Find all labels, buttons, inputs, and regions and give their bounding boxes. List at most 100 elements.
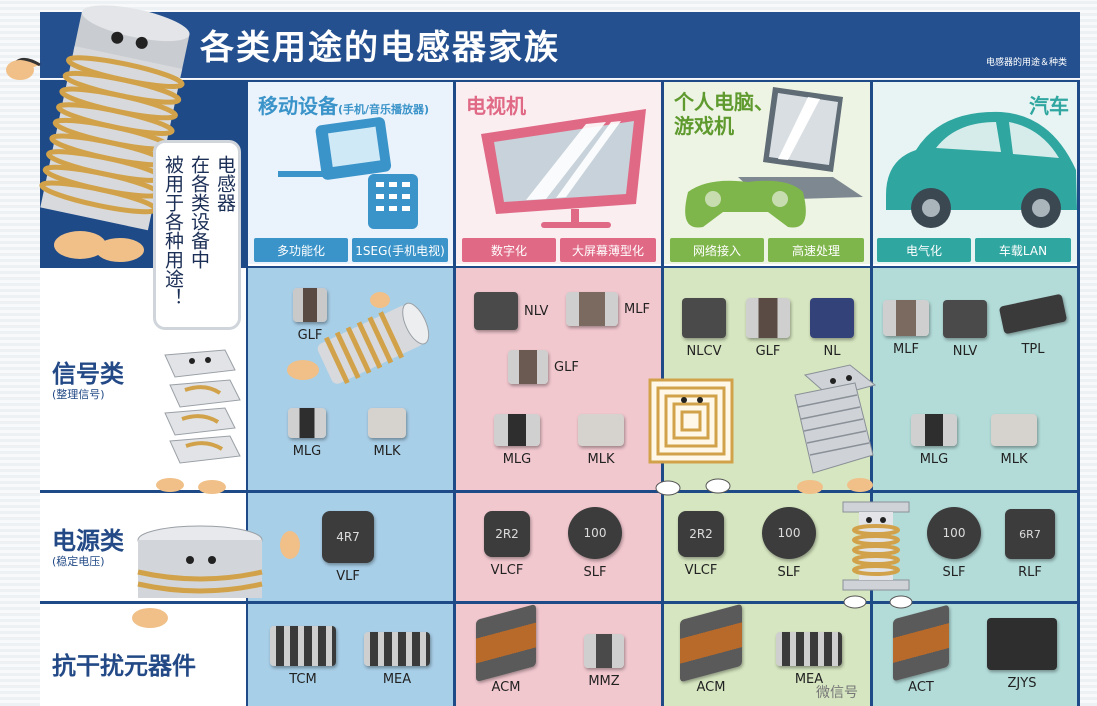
column-tv: 电视机 数字化 大屏幕薄型化 bbox=[456, 82, 661, 266]
column-car: 汽车 电气化 车载LAN bbox=[873, 82, 1077, 266]
chip-icon bbox=[584, 634, 624, 668]
chip-icon bbox=[776, 632, 842, 666]
chip-icon: 6R7 bbox=[1005, 509, 1055, 559]
chip-icon bbox=[883, 300, 929, 336]
cell-signal-tv: NLV MLF GLF MLG MLK bbox=[456, 268, 661, 490]
chip-icon: 100 bbox=[568, 507, 622, 559]
tag: 数字化 bbox=[462, 238, 556, 262]
chip-icon: 100 bbox=[762, 507, 816, 559]
chip-icon bbox=[998, 293, 1068, 335]
chip-icon bbox=[288, 408, 326, 438]
component-label: VLF bbox=[336, 569, 360, 584]
component-label: MLK bbox=[373, 444, 401, 459]
cell-emi-car: ACT ZJYS bbox=[873, 604, 1077, 706]
coil-mascot-icon bbox=[6, 5, 190, 262]
component-label: MLG bbox=[502, 452, 532, 467]
tag: 大屏幕薄型化 bbox=[560, 238, 656, 262]
chip-icon bbox=[566, 292, 618, 326]
stack-mascot-icon bbox=[794, 364, 877, 494]
component-label: RLF bbox=[1018, 565, 1042, 580]
chip-icon bbox=[474, 292, 518, 330]
row-title: 抗干扰元器件 bbox=[52, 652, 196, 680]
chip-icon bbox=[893, 604, 949, 682]
component-label: ZJYS bbox=[1007, 676, 1037, 691]
cell-emi-mobile: TCM MEA bbox=[248, 604, 453, 706]
column-title: 个人电脑、 游戏机 bbox=[674, 90, 774, 138]
cylinder-coil-mascot-icon bbox=[287, 292, 430, 385]
chip-icon bbox=[911, 414, 957, 446]
component-label: SLF bbox=[777, 565, 801, 580]
phone-icon bbox=[278, 117, 418, 229]
chip-icon bbox=[578, 414, 624, 446]
component-label: SLF bbox=[583, 565, 607, 580]
component-label: MEA bbox=[382, 672, 412, 687]
column-title: 汽车 bbox=[1029, 94, 1069, 118]
component-label: ACM bbox=[491, 680, 521, 695]
component-label: MLF bbox=[624, 301, 650, 317]
component-label: MLG bbox=[919, 452, 949, 467]
chip-icon bbox=[987, 618, 1057, 670]
chip-icon bbox=[810, 298, 854, 338]
tag: 网络接入 bbox=[670, 238, 764, 262]
row-subtitle: (整理信号) bbox=[52, 388, 105, 401]
bubble-line: 在各类设备中 bbox=[188, 155, 210, 269]
component-label: NLV bbox=[524, 303, 549, 319]
bubble-line: 电感器 bbox=[214, 155, 236, 212]
tag: 1SEG(手机电视) bbox=[352, 238, 448, 262]
page-title: 各类用途的电感器家族 bbox=[200, 28, 560, 68]
chip-icon: 2R2 bbox=[678, 511, 724, 557]
tag: 电气化 bbox=[877, 238, 971, 262]
spiral-mascot-icon bbox=[648, 378, 734, 496]
row-subtitle: (稳定电压) bbox=[52, 555, 105, 568]
drum-mascot-icon bbox=[132, 525, 300, 628]
chip-icon bbox=[991, 414, 1037, 446]
row-title: 电源类 bbox=[52, 527, 124, 555]
column-title: 电视机 bbox=[466, 94, 526, 118]
component-label: MLK bbox=[587, 452, 615, 467]
cell-signal-car: MLF NLV TPL MLG MLK bbox=[873, 268, 1077, 490]
speech-bubble: 电感器 在各类设备中 被用于各种用途！ bbox=[153, 140, 241, 330]
component-label: MLF bbox=[893, 342, 919, 357]
tag: 高速处理 bbox=[768, 238, 864, 262]
component-label: TPL bbox=[1021, 342, 1045, 357]
tag: 多功能化 bbox=[254, 238, 348, 262]
component-label: NL bbox=[823, 344, 841, 359]
column-mobile: 移动设备(手机/音乐播放器) 多功能化 1SEG(手机电视) bbox=[248, 82, 453, 266]
component-label: MLK bbox=[1000, 452, 1028, 467]
chip-icon bbox=[682, 298, 726, 338]
tv-icon bbox=[481, 109, 646, 228]
cell-emi-pc: ACM MEA bbox=[664, 603, 870, 706]
laptop-gamepad-icon bbox=[685, 87, 863, 228]
component-label: GLF bbox=[755, 344, 781, 359]
layered-mascot-icon bbox=[156, 349, 241, 494]
chip-icon bbox=[364, 632, 430, 666]
chip-icon bbox=[746, 298, 790, 338]
component-label: SLF bbox=[942, 565, 966, 580]
watermark: 微信号 bbox=[816, 685, 858, 701]
chip-icon bbox=[368, 408, 406, 438]
tag: 车载LAN bbox=[975, 238, 1071, 262]
chip-icon bbox=[680, 603, 742, 683]
component-label: VLCF bbox=[490, 563, 524, 578]
component-label: ACT bbox=[908, 680, 934, 695]
cell-signal-mobile: GLF MLG MLK bbox=[248, 268, 453, 490]
row-title: 信号类 bbox=[52, 360, 124, 388]
column-pc-game: 个人电脑、 游戏机 网络接入 高速处理 bbox=[664, 82, 870, 266]
component-label: MMZ bbox=[588, 674, 620, 689]
chip-icon bbox=[476, 603, 536, 683]
component-label: NLV bbox=[952, 344, 978, 359]
chip-icon bbox=[293, 288, 327, 322]
component-label: MLG bbox=[292, 444, 322, 459]
chip-icon: 2R2 bbox=[484, 511, 530, 557]
chip-icon: 100 bbox=[927, 507, 981, 559]
car-icon bbox=[886, 111, 1077, 228]
component-label: TCM bbox=[289, 672, 317, 687]
chip-icon bbox=[943, 300, 987, 338]
component-label: ACM bbox=[696, 680, 726, 695]
cell-emi-tv: ACM MMZ bbox=[456, 603, 661, 706]
component-label: GLF bbox=[297, 328, 323, 343]
chip-icon bbox=[494, 414, 540, 446]
component-label: NLCV bbox=[686, 344, 722, 359]
